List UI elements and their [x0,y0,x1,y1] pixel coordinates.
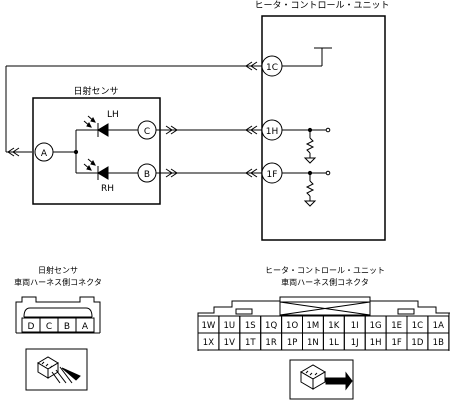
unit-pin-1o: 1O [286,321,298,331]
svg-text:1C: 1C [266,63,278,73]
unit-pin-1c: 1C [412,321,423,331]
pin-1h: 1H [261,119,283,141]
svg-text:1H: 1H [266,127,279,137]
unit-connector-grid: 1W 1U 1S 1Q 1O 1M 1K 1I 1G 1E 1C 1A 1X 1V 1T 1R 1P 1N 1L 1J… [197,315,450,351]
connector-view-icon-right [289,359,354,400]
unit-pin-1d: 1D [411,338,423,348]
unit-pin-1q: 1Q [265,321,277,331]
svg-text:C: C [144,127,150,137]
sensor-connector-face [15,296,101,334]
sensor-connector-title-2: 車両ハーネス側コネクタ [14,277,102,287]
wire-b-to-1f [156,168,262,178]
unit-pin-1k: 1K [328,321,339,331]
unit-pin-1f: 1F [391,338,401,348]
unit-pin-1n: 1N [307,338,319,348]
unit-pin-1x: 1X [203,338,214,348]
unit-connector-title-2: 車両ハーネス側コネクタ [281,277,369,287]
unit-pin-1p: 1P [287,338,298,348]
unit-pin-1l: 1L [329,338,339,348]
sensor-connector-title-1: 日射センサ [38,265,78,275]
rh-label: RH [101,184,114,194]
photodiode-lh [83,115,109,137]
unit-pin-1w: 1W [201,321,215,331]
lh-label: LH [107,110,119,120]
pin-b: B [137,163,157,183]
sensor-pin-a: A [82,322,89,332]
unit-connector-title-1: ヒータ・コントロール・ユニット [265,266,385,275]
pin-c: C [137,120,157,140]
unit-pin-1e: 1E [391,321,402,331]
pin-1c: 1C [261,55,283,77]
unit-pin-1j: 1J [351,338,359,348]
unit-pin-1a: 1A [433,321,444,331]
unit-pin-cell [427,332,450,351]
pull-resistor-1f [282,170,331,207]
svg-text:B: B [144,170,150,180]
pull-resistor-1h [282,127,331,164]
unit-pin-1i: 1I [351,321,359,331]
unit-pin-1t: 1T [245,338,256,348]
sensor-pin-b: B [64,322,70,332]
connector-view-icon-left [25,348,88,391]
unit-pin-1r: 1R [265,338,276,348]
pin-a: A [34,142,54,162]
wire-c-to-1h [156,125,262,135]
unit-pin-1h: 1H [370,338,382,348]
unit-pin-1b: 1B [433,338,444,348]
wire-1c-to-a [5,61,262,157]
unit-pin-1g: 1G [370,321,382,331]
photodiode-rh [83,158,109,180]
sensor-internal-wiring [53,129,138,174]
svg-text:A: A [41,149,48,159]
svg-text:1F: 1F [267,170,278,180]
heater-unit-title: ヒータ・コントロール・ユニット [254,0,389,11]
unit-pin-1u: 1U [223,321,235,331]
sun-sensor-box [32,97,161,205]
unit-pin-1v: 1V [224,338,235,348]
unit-pin-1s: 1S [245,321,256,331]
sensor-pin-d: D [28,322,35,332]
pin-1f: 1F [261,162,283,184]
sun-sensor-title: 日射センサ [73,85,118,97]
sensor-pin-c: C [46,322,52,332]
unit-pin-1m: 1M [307,321,320,331]
